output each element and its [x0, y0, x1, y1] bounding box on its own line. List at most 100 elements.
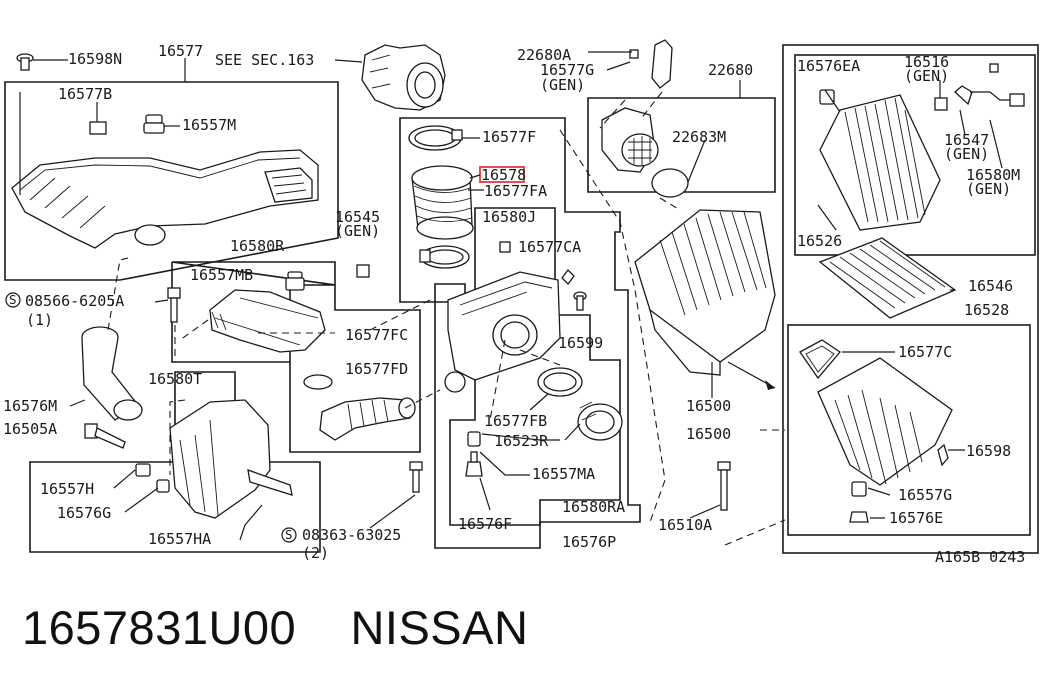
label-16577g: 16577G [540, 61, 594, 79]
bolt-16505a [84, 423, 126, 449]
screw-16516 [989, 63, 999, 73]
collar-16576e [849, 511, 869, 523]
exploded-parts-diagram: 16598N 16577 SEE SEC.163 22680A 16577G (… [3, 39, 1039, 566]
clamp-16577fb [537, 367, 583, 397]
upper-filter-frame [794, 54, 1036, 256]
grommet-16557g [851, 481, 867, 497]
air-duct-16577 [11, 149, 319, 249]
label-08363-63025: 08363-63025 [302, 526, 401, 544]
lower-filter-frame-16528 [787, 324, 1031, 536]
s-mark-08566: S [5, 292, 21, 308]
label-16598n: 16598N [68, 50, 122, 68]
resonator-16580t [169, 399, 293, 519]
grommet-16557mb [285, 271, 305, 291]
gasket-16547 [934, 97, 948, 111]
clamp-16577fc [303, 374, 333, 390]
label-qty-2: (2) [302, 544, 329, 562]
grommet-16557h [135, 463, 151, 477]
duct-assembly-frame [4, 81, 339, 281]
seal-22683m [651, 168, 689, 198]
label-16557ha: 16557HA [148, 530, 211, 548]
highlight-box [479, 166, 525, 183]
label-16500-housing: 16500 [686, 397, 731, 415]
filter-group-frame [782, 44, 1039, 554]
label-16576f: 16576F [458, 515, 512, 533]
clip-16577b [89, 121, 107, 135]
label-qty-1: (1) [26, 311, 53, 329]
clip-16577ca [561, 269, 575, 285]
screw-16577g [629, 49, 639, 59]
label-08566-6205a: 08566-6205A [25, 292, 124, 310]
label-16557m: 16557M [182, 116, 236, 134]
throttle-body-sec163 [361, 44, 446, 111]
s-mark-08363: S [281, 527, 297, 543]
filter-element-16546 [818, 237, 957, 319]
seal-16577c [799, 339, 841, 380]
label-gen-16547: (GEN) [944, 145, 989, 163]
sensor-16580m [954, 85, 1025, 107]
label-16516: 16516 [904, 53, 949, 71]
label-16577ca: 16577CA [518, 238, 581, 256]
grommet-16557ma [467, 431, 481, 447]
label-16557h: 16557H [40, 480, 94, 498]
sensor-box-22680 [587, 97, 776, 193]
label-16557g: 16557G [898, 486, 952, 504]
label-16576p: 16576P [562, 533, 616, 551]
label-16577c: 16577C [898, 343, 952, 361]
housing-group-frame [399, 117, 641, 549]
bolt-16599 [573, 291, 587, 311]
label-16523r: 16523R [494, 432, 549, 450]
label-16577: 16577 [158, 42, 203, 60]
duct-16523r [577, 401, 623, 441]
brand-name: NISSAN [350, 601, 529, 654]
label-16547: 16547 [944, 131, 989, 149]
label-16577fb: 16577FB [484, 412, 547, 430]
label-16545 [356, 264, 370, 278]
grommet-16576ea [819, 89, 835, 105]
hose-16578-highlighted [411, 165, 474, 240]
part-number: 1657831U00 [22, 601, 297, 654]
bolt-08566 [167, 287, 181, 323]
label-16526: 16526 [797, 232, 842, 250]
clip-16580j [499, 241, 511, 253]
label-22683m: 22683M [672, 128, 726, 146]
hose-16577fd [319, 397, 416, 441]
label-16577fc: 16577FC [345, 326, 408, 344]
label-16500-lower: 16500 [686, 425, 731, 443]
grommet-16557m [143, 114, 165, 134]
label-gen-16545: (GEN) [335, 222, 380, 240]
label-16576m: 16576M [3, 397, 57, 415]
label-16580j: 16580J [482, 208, 536, 226]
label-16576e: 16576E [889, 509, 943, 527]
s-mark-08566-letter: S [9, 292, 17, 307]
diagram-reference-code: A165B 0243 [935, 548, 1025, 566]
label-gen-16580m: (GEN) [966, 180, 1011, 198]
label-16510a: 16510A [658, 516, 712, 534]
label-16578: 16578 [481, 166, 526, 184]
clamp-16577f [408, 125, 463, 151]
label-16577f: 16577F [482, 128, 536, 146]
air-cleaner-16500 [634, 209, 776, 376]
label-16577fa: 16577FA [484, 182, 547, 200]
label-16528: 16528 [964, 301, 1009, 319]
label-16580r: 16580R [230, 237, 285, 255]
hose-box-outline [171, 261, 421, 453]
label-see-sec-163: SEE SEC.163 [215, 51, 314, 69]
hose-16576m [81, 326, 143, 421]
label-gen-16577g: (GEN) [540, 76, 585, 94]
part-caption: 1657831U00 NISSAN [22, 600, 528, 655]
label-16577fd: 16577FD [345, 360, 408, 378]
filter-cover-16526 [819, 94, 941, 231]
label-gen-16516: (GEN) [904, 67, 949, 85]
bolt-16598n [16, 53, 34, 71]
sensor-22680 [601, 107, 659, 173]
bolt-16510a [717, 461, 731, 511]
label-16580m: 16580M [966, 166, 1020, 184]
label-16599: 16599 [558, 334, 603, 352]
label-22680a: 22680A [517, 46, 571, 64]
s-mark-08363-letter: S [285, 527, 293, 542]
label-16505a: 16505A [3, 420, 57, 438]
clip-16598 [937, 443, 949, 467]
collar-16576f [465, 451, 483, 477]
